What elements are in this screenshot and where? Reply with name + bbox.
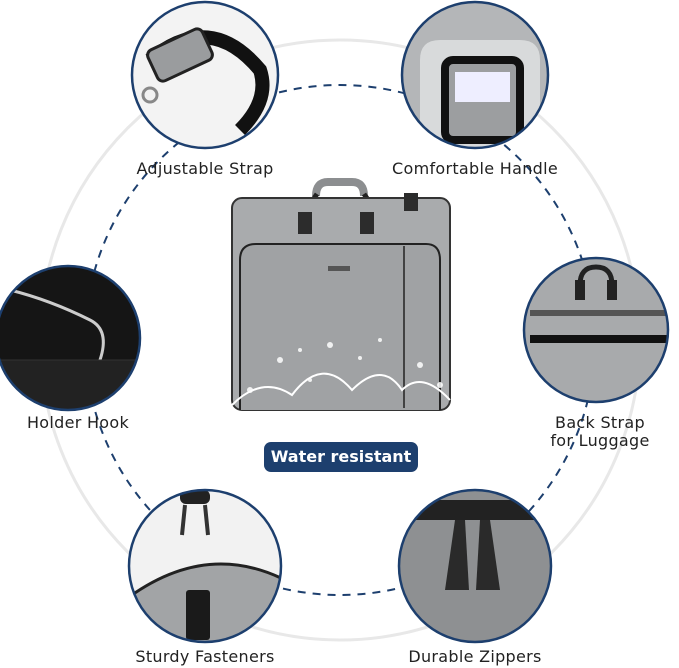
holder-hook-image [0,266,140,410]
durable-zippers-image [399,490,551,642]
comfortable-handle-image [402,2,548,148]
feature-label-sturdy-fasteners: Sturdy Fasteners [135,647,275,666]
sturdy-fasteners-image [129,490,281,642]
feature-label-back-strap: Back Strap for Luggage [550,414,649,450]
feature-label-back-strap-line1: Back Strap [555,413,645,432]
feature-label-adjustable-strap: Adjustable Strap [136,159,274,178]
back-strap-image [524,258,668,402]
feature-label-back-strap-line2: for Luggage [550,431,650,450]
garment-bag-image [231,178,451,411]
feature-label-durable-zippers: Durable Zippers [408,647,542,666]
adjustable-strap-image [132,2,278,148]
feature-label-holder-hook: Holder Hook [26,413,130,432]
water-resistant-badge: Water resistant [264,442,418,472]
feature-label-comfortable-handle: Comfortable Handle [392,159,558,178]
